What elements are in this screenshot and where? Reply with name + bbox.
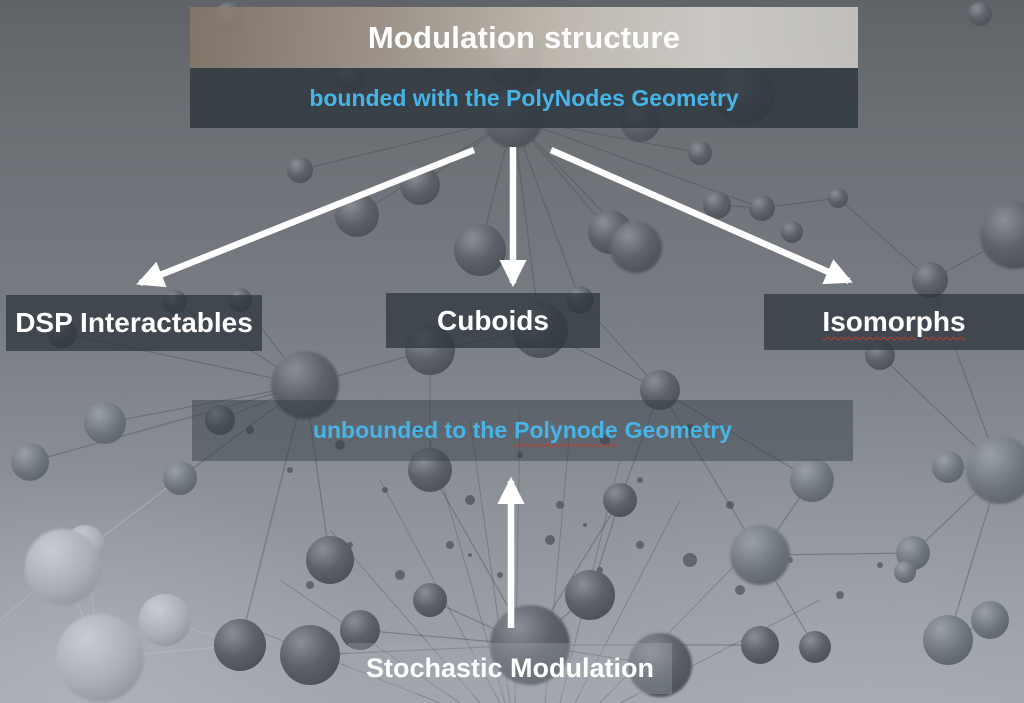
unbounded-subtitle-box: unbounded to the Polynode Geometry (192, 400, 853, 461)
cuboids-label: Cuboids (437, 304, 549, 336)
unbounded-polynode-word: Polynode (514, 417, 618, 443)
node-dsp-interactables: DSP Interactables (6, 295, 262, 351)
dsp-interactables-label: DSP Interactables (15, 307, 253, 338)
node-stochastic-modulation: Stochastic Modulation (348, 643, 672, 694)
network-lines (29, 117, 1015, 666)
isomorphs-label: Isomorphs (822, 306, 966, 337)
splatter-dots (246, 424, 883, 599)
unbounded-suffix: Geometry (624, 417, 733, 443)
bounded-subtitle-box: bounded with the PolyNodes Geometry (190, 68, 858, 128)
node-cuboids: Cuboids (386, 293, 600, 348)
header-title-box: Modulation structure (190, 7, 858, 68)
unbounded-prefix: unbounded to the (312, 417, 508, 443)
stochastic-modulation-label: Stochastic Modulation (365, 653, 654, 683)
page-title: Modulation structure (367, 19, 681, 55)
bounded-subtitle: bounded with the PolyNodes Geometry (309, 84, 739, 111)
node-isomorphs: Isomorphs (764, 294, 1024, 350)
